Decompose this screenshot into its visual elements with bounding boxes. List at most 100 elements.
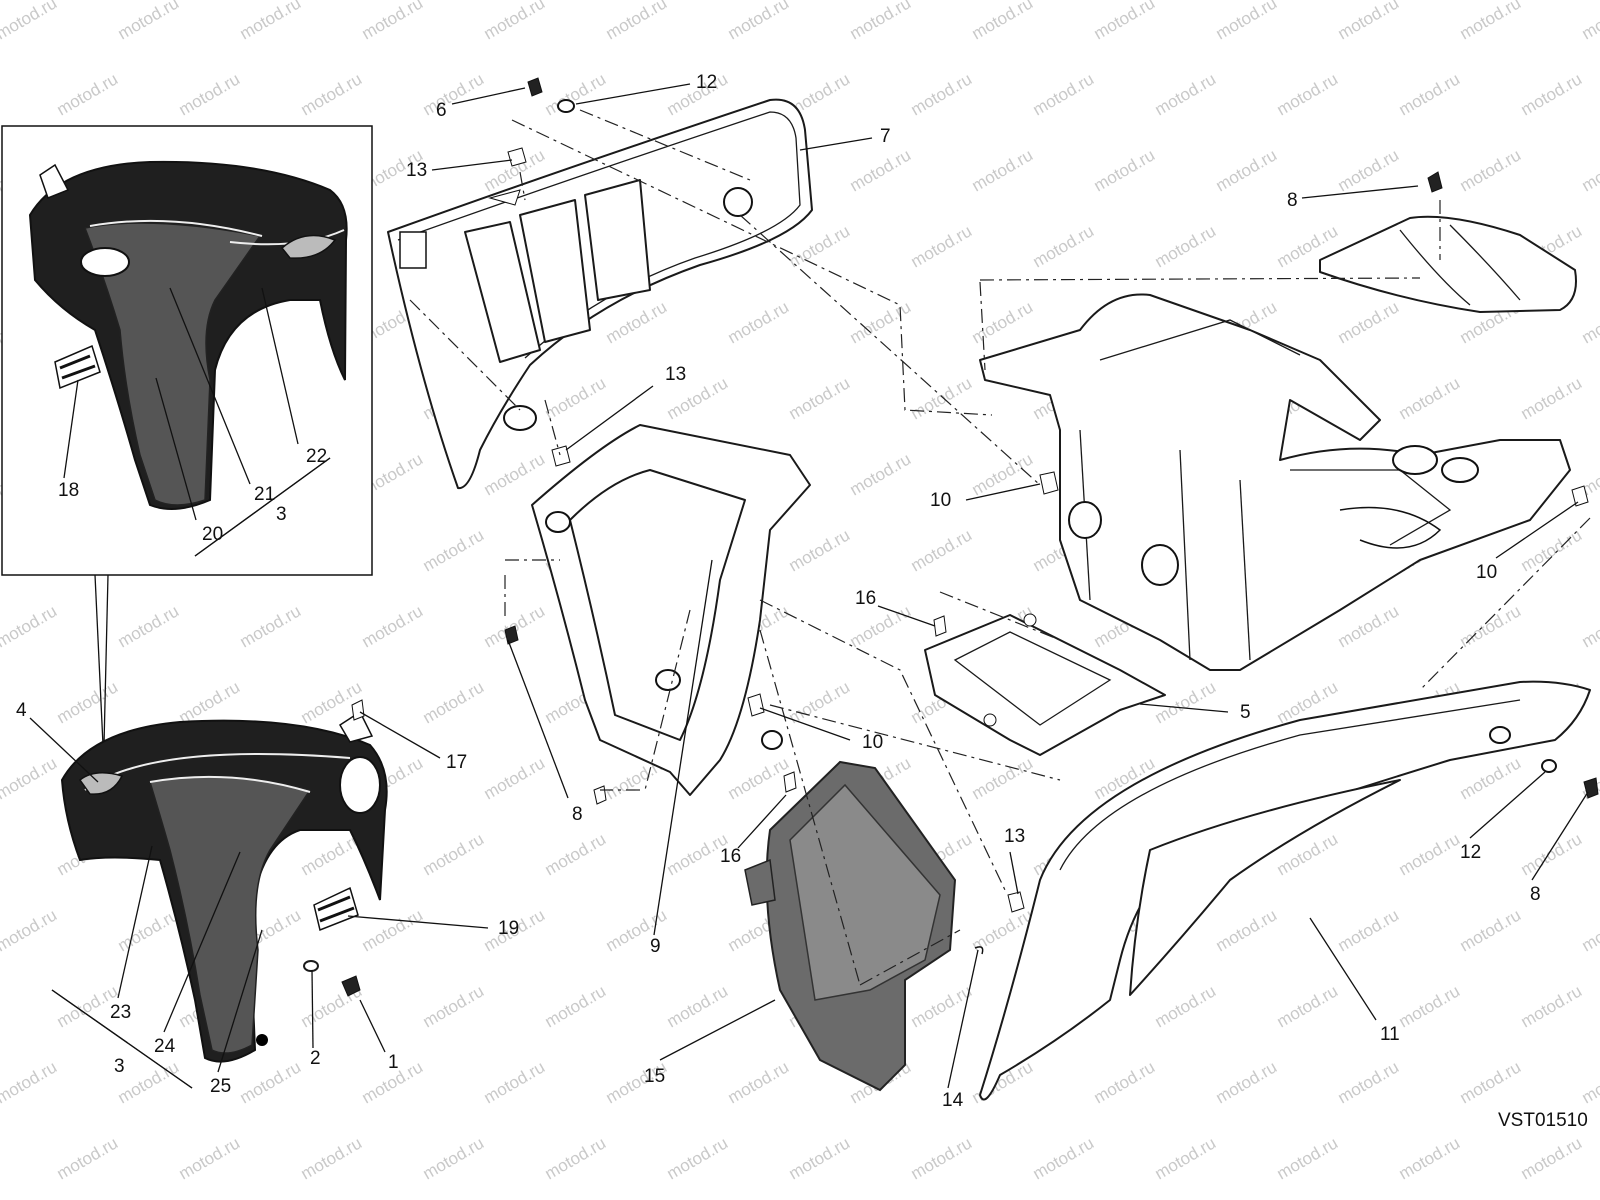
callout-number-c13a: 13 [406,160,427,181]
watermark-text: motod.ru [786,525,854,575]
watermark-text: motod.ru [908,221,976,271]
callout-leader-c3b [51,989,193,1089]
watermark-text: motod.ru [1335,905,1403,955]
callout-leader-c16a [877,605,936,627]
watermark-text: motod.ru [1457,905,1525,955]
callout-number-c1: 1 [388,1052,399,1073]
callout-leader-c20 [155,377,197,521]
watermark-text: motod.ru [1091,145,1159,195]
callout-leader-c15 [659,999,776,1061]
watermark-text: motod.ru [542,981,610,1031]
callout-leader-c22 [261,287,299,445]
watermark-text: motod.ru [237,1057,305,1107]
watermark-text: motod.ru [115,0,183,43]
watermark-text: motod.ru [1213,1057,1281,1107]
watermark-text: motod.ru [1152,981,1220,1031]
callout-number-c14: 14 [942,1090,964,1111]
callout-number-c21: 21 [254,484,275,505]
watermark-text: motod.ru [786,1133,854,1183]
watermark-text: motod.ru [908,1133,976,1183]
watermark-text: motod.ru [481,1057,549,1107]
callout-number-c16a: 16 [855,588,876,609]
rear-hugger-cover [1319,171,1577,313]
watermark-text: motod.ru [298,69,366,119]
callout-number-c10c: 10 [1476,562,1497,583]
watermark-text: motod.ru [1335,297,1403,347]
callout-leader-c9 [653,559,713,936]
callout-number-c5: 5 [1240,702,1251,723]
callout-leader-c19 [347,915,489,929]
callout-number-c16b: 16 [720,846,741,867]
callout-number-c12a: 12 [696,72,717,93]
callout-number-c15: 15 [644,1066,665,1087]
watermark-text: motod.ru [1091,0,1159,43]
watermark-text: motod.ru [1457,0,1525,43]
callout-number-c24: 24 [154,1036,176,1057]
callout-number-c2: 2 [310,1048,321,1069]
watermark-text: motod.ru [176,1133,244,1183]
callout-leader-c1 [359,999,386,1053]
callout-leader-c8b [507,639,569,799]
callout-number-c10b: 10 [862,732,883,753]
callout-leader-c3a [194,457,331,557]
upper-fairing-panel [387,98,813,490]
watermark-text: motod.ru [786,373,854,423]
watermark-text: motod.ru [1396,69,1464,119]
watermark-text: motod.ru [115,905,183,955]
callout-leader-c5 [1139,703,1229,713]
watermark-text: motod.ru [359,601,427,651]
watermark-text: motod.ru [237,601,305,651]
watermark-text: motod.ru [0,601,60,651]
watermark-text: motod.ru [1579,0,1600,43]
callout-leader-c2 [311,969,314,1049]
watermark-text: motod.ru [481,753,549,803]
watermark-text: motod.ru [359,0,427,43]
fender-screw-and-washer [303,699,365,997]
air-duct-frame [531,424,811,796]
watermark-text: motod.ru [1457,753,1525,803]
fastener-hardware [504,77,1599,955]
watermark-text: motod.ru [1152,1133,1220,1183]
callout-leader-c13b [565,385,654,451]
callout-number-c8b: 8 [572,804,583,825]
lower-side-fairing [979,680,1591,1101]
watermark-text: motod.ru [1274,69,1342,119]
watermark-text: motod.ru [420,677,488,727]
watermark-text: motod.ru [603,0,671,43]
watermark-text: motod.ru [908,981,976,1031]
watermark-text: motod.ru [420,1133,488,1183]
ducati-decal [313,886,359,932]
watermark-text: motod.ru [1396,981,1464,1031]
watermark-text: motod.ru [1579,905,1600,955]
watermark-text: motod.ru [420,69,488,119]
callout-leader-c14 [947,949,979,1089]
callout-leader-c10b [759,707,851,741]
callout-leader-c18 [63,379,79,479]
watermark-text: motod.ru [420,829,488,879]
watermark-text: motod.ru [1396,829,1464,879]
callout-number-c23: 23 [110,1002,131,1023]
watermark-text: motod.ru [542,373,610,423]
watermark-text: motod.ru [542,829,610,879]
watermark-text: motod.ru [1335,1057,1403,1107]
watermark-text: motod.ru [1213,905,1281,955]
watermark-text: motod.ru [1030,69,1098,119]
callout-leader-c12a [575,83,691,105]
watermark-text: motod.ru [1396,373,1464,423]
callout-number-c3b: 3 [114,1056,125,1077]
callout-leader-c13a [431,159,513,171]
watermark-text: motod.ru [725,1057,793,1107]
watermark-text: motod.ru [359,905,427,955]
watermark-text: motod.ru [1457,145,1525,195]
watermark-text: motod.ru [908,69,976,119]
callout-number-c8a: 8 [1287,190,1298,211]
watermark-text: motod.ru [847,297,915,347]
watermark-text: motod.ru [1030,221,1098,271]
callout-leader-c4 [29,717,99,783]
watermark-text: motod.ru [1518,829,1586,879]
watermark-text: motod.ru [969,753,1037,803]
callout-leader-c13c [1009,851,1019,895]
watermark-text: motod.ru [847,145,915,195]
watermark-text: motod.ru [908,373,976,423]
